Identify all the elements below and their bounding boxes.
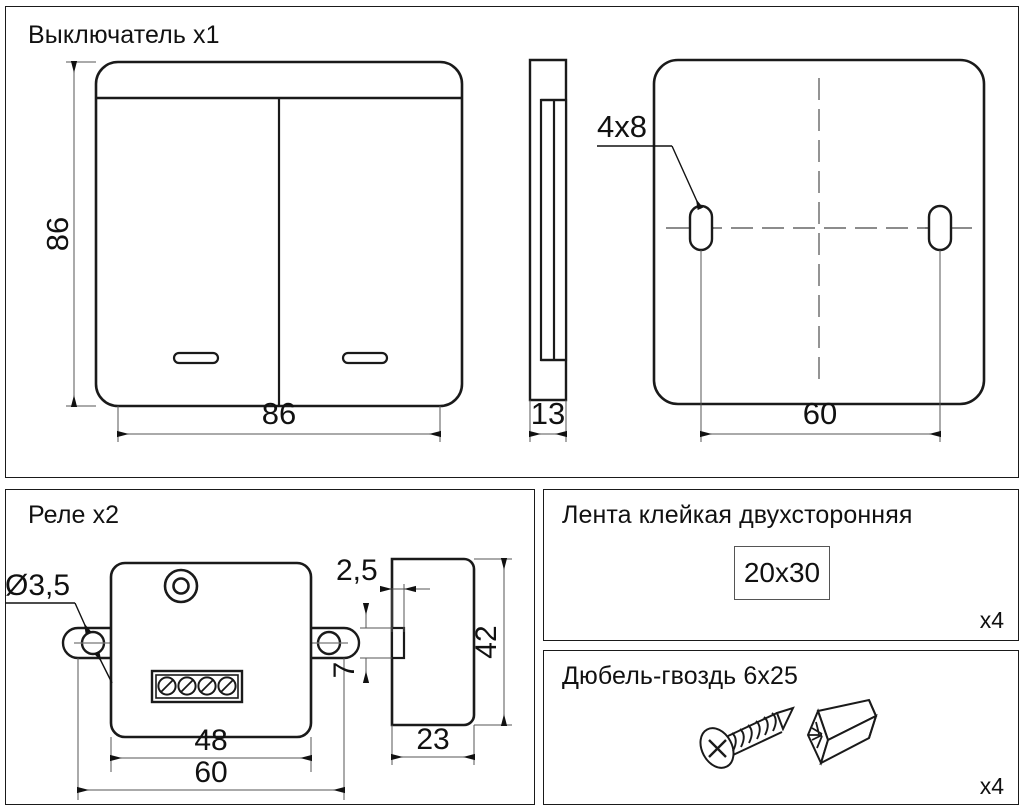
panel-relay-title: Реле x2 [28, 501, 120, 529]
tape-size-box: 20x30 [734, 546, 830, 600]
panel-relay: Реле x2 [5, 489, 535, 805]
panel-dowel-title: Дюбель-гвоздь 6x25 [562, 662, 798, 690]
panel-dowel: Дюбель-гвоздь 6x25 x4 [543, 650, 1019, 805]
dowel-quantity: x4 [979, 773, 1004, 799]
panel-tape: Лента клейкая двухсторонняя 20x30 x4 [543, 489, 1019, 641]
panel-tape-title: Лента клейкая двухсторонняя [562, 501, 913, 529]
tape-size-label: 20x30 [743, 557, 821, 588]
panel-switch-title: Выключатель x1 [28, 21, 220, 49]
tape-quantity: x4 [979, 607, 1004, 633]
panel-switch: Выключатель x1 [5, 6, 1019, 478]
